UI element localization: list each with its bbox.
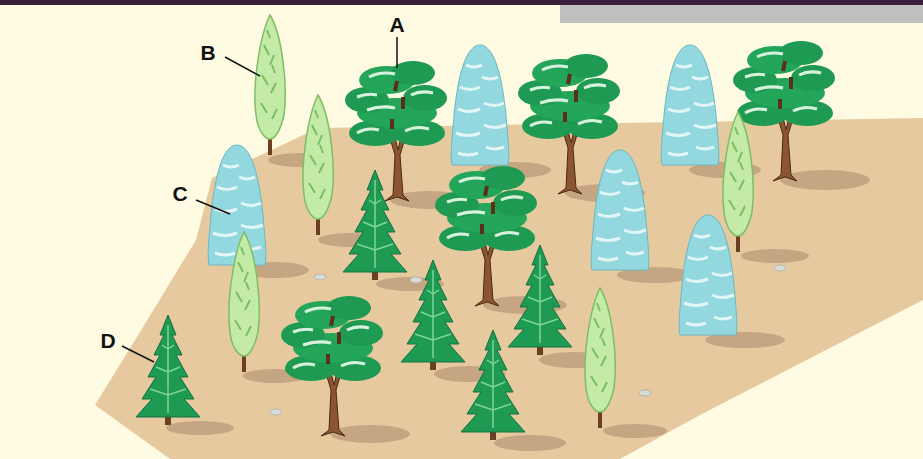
- part-label: A: [389, 14, 404, 35]
- part-label: D: [100, 330, 115, 351]
- part-label: C: [172, 183, 187, 204]
- leader-lines: [122, 37, 397, 362]
- part-label: B: [200, 42, 215, 63]
